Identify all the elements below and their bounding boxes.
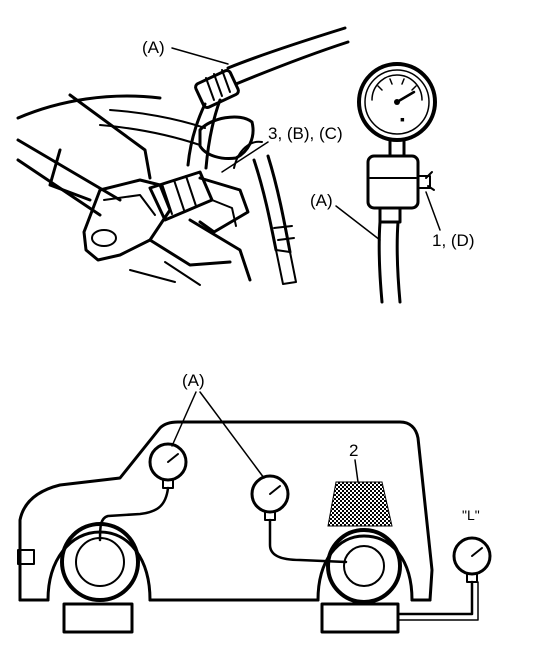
front-wheel-block bbox=[62, 602, 134, 634]
cargo-load bbox=[327, 481, 393, 527]
trailer-gauge-label: "L" bbox=[462, 507, 480, 523]
pressure-gauge-with-hose: ▪ bbox=[357, 62, 437, 304]
front-brake-gauge bbox=[98, 442, 188, 542]
rear-brake-gauge bbox=[250, 474, 348, 564]
hose-label-top: (A) bbox=[142, 38, 165, 57]
caliper-assembly-illustration bbox=[16, 26, 350, 286]
gauge-hose-label: (A) bbox=[310, 191, 333, 210]
svg-text:▪: ▪ bbox=[400, 111, 405, 127]
gauges-label: (A) bbox=[182, 371, 205, 390]
gauge-valve-label: 1, (D) bbox=[432, 231, 475, 250]
hose-leader-line bbox=[171, 47, 229, 65]
gauges-leader-rear bbox=[199, 391, 265, 479]
gauge-valve-leader-line bbox=[425, 191, 441, 231]
external-gauge-l bbox=[396, 536, 492, 621]
cargo-label: 2 bbox=[349, 441, 358, 460]
vehicle-illustration bbox=[17, 420, 434, 604]
gauge-hose-leader-line bbox=[335, 205, 381, 241]
valve-leader-line bbox=[221, 141, 269, 173]
gauges-leader-front bbox=[171, 391, 197, 447]
cargo-leader-line bbox=[354, 459, 359, 483]
valve-label: 3, (B), (C) bbox=[268, 124, 343, 143]
rear-wheel-block bbox=[320, 602, 400, 634]
